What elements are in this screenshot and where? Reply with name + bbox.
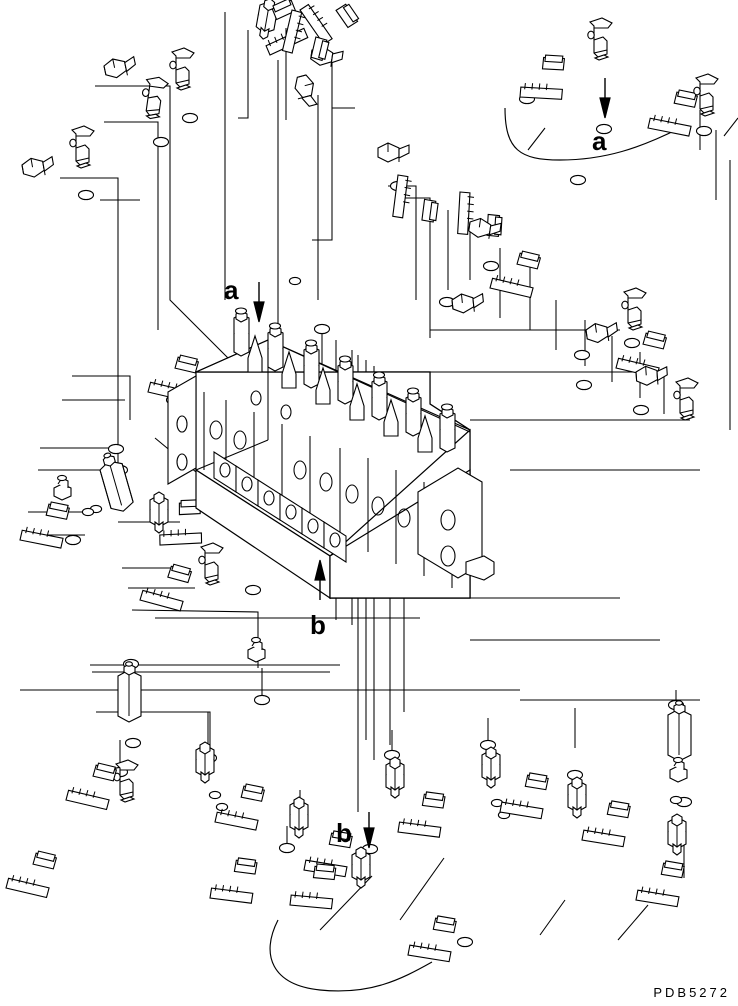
section-label-a-top-right: a [592,126,607,156]
section-label-b-center: b [310,610,326,640]
drawing-number: PDB5272 [653,985,730,1000]
section-label-a-center-left: a [224,275,239,305]
section-label-b-lower: b [336,818,352,848]
